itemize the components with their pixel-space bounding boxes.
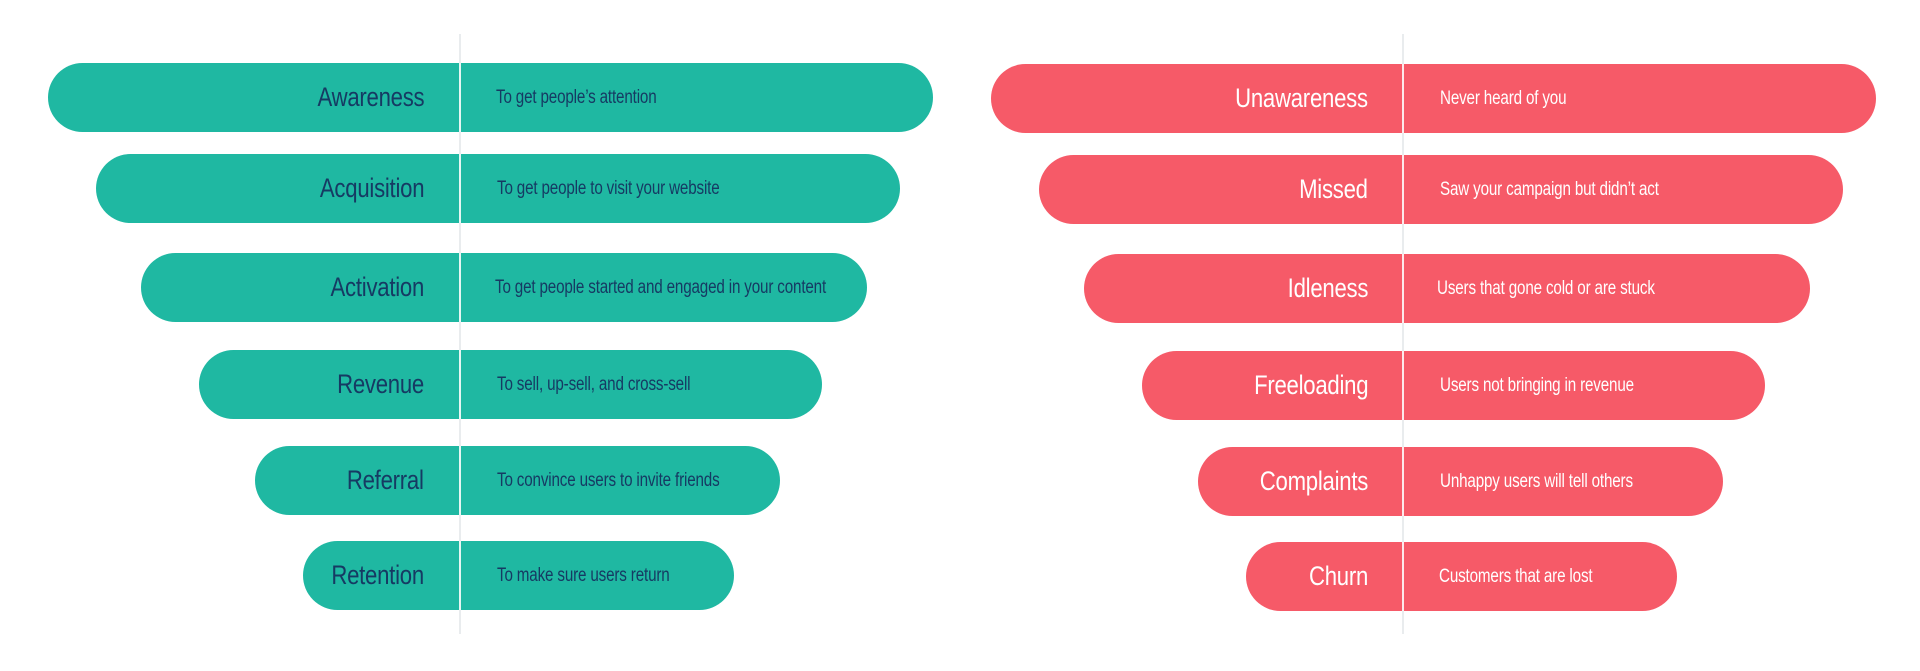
left-funnel-bar-separator xyxy=(459,154,461,223)
right-funnel-bar-separator xyxy=(1402,351,1404,420)
left-stage-description: To make sure users return xyxy=(497,564,670,586)
left-stage-label: Activation xyxy=(330,272,424,302)
left-stage-description: To get people started and engaged in you… xyxy=(495,276,827,298)
right-stage-label: Churn xyxy=(1308,561,1368,591)
right-stage-description: Saw your campaign but didn’t act xyxy=(1440,178,1659,200)
left-funnel-bar-separator xyxy=(459,350,461,419)
right-stage-description: Users that gone cold or are stuck xyxy=(1437,277,1655,299)
left-stage-description: To get people to visit your website xyxy=(497,177,720,199)
left-stage-description: To get people’s attention xyxy=(496,86,657,108)
left-funnel-bar-retention xyxy=(303,541,734,610)
left-stage-label: Referral xyxy=(347,465,424,495)
right-funnel-bar-idleness xyxy=(1084,254,1810,323)
left-stage-description: To convince users to invite friends xyxy=(497,469,720,491)
right-stage-label: Unawareness xyxy=(1235,83,1368,113)
left-funnel-bar-activation xyxy=(141,253,867,322)
right-stage-description: Never heard of you xyxy=(1440,87,1567,109)
right-funnel-bar-complaints xyxy=(1198,447,1723,516)
right-funnel-bar-separator xyxy=(1402,155,1404,224)
right-funnel-bar-separator xyxy=(1402,254,1404,323)
left-funnel-bar-referral xyxy=(255,446,780,515)
right-stage-description: Unhappy users will tell others xyxy=(1440,470,1633,492)
right-stage-label: Idleness xyxy=(1287,273,1368,303)
right-funnel-bar-missed xyxy=(1039,155,1843,224)
right-funnel-bar-separator xyxy=(1402,64,1404,133)
left-funnel-bar-separator xyxy=(459,253,461,322)
left-funnel-bar-acquisition xyxy=(96,154,900,223)
right-funnel-divider xyxy=(1402,34,1404,634)
left-funnel-bar-separator xyxy=(459,541,461,610)
left-stage-label: Acquisition xyxy=(319,173,425,203)
left-stage-label: Awareness xyxy=(317,82,424,112)
right-stage-label: Complaints xyxy=(1259,466,1369,496)
left-stage-description: To sell, up-sell, and cross-sell xyxy=(497,373,691,395)
right-stage-label: Freeloading xyxy=(1253,370,1368,400)
left-funnel-divider xyxy=(459,34,461,634)
left-funnel-bar-separator xyxy=(459,63,461,132)
right-funnel-bar-separator xyxy=(1402,447,1404,516)
right-stage-label: Missed xyxy=(1299,174,1368,204)
left-stage-label: Revenue xyxy=(337,369,424,399)
right-stage-description: Users not bringing in revenue xyxy=(1440,374,1634,396)
right-stage-description: Customers that are lost xyxy=(1439,565,1593,587)
left-funnel-bar-awareness xyxy=(48,63,933,132)
right-funnel-bar-freeloading xyxy=(1142,351,1765,420)
left-stage-label: Retention xyxy=(331,560,424,590)
right-funnel-bar-unawareness xyxy=(991,64,1876,133)
right-funnel-bar-churn xyxy=(1246,542,1677,611)
left-funnel-bar-revenue xyxy=(199,350,822,419)
left-funnel-bar-separator xyxy=(459,446,461,515)
right-funnel-bar-separator xyxy=(1402,542,1404,611)
